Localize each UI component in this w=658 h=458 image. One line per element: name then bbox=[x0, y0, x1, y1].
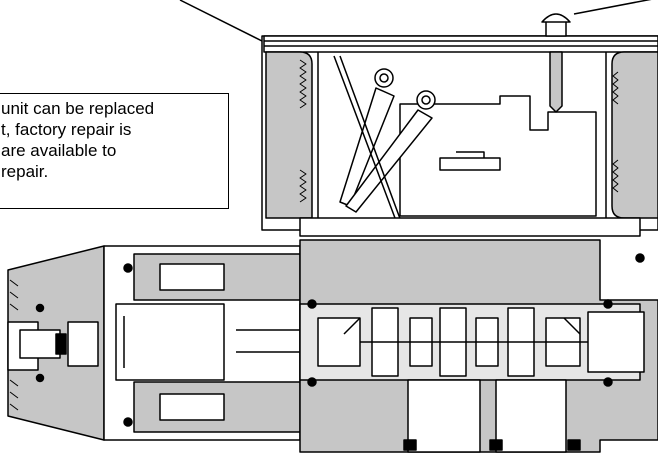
callout-line-4: repair. bbox=[1, 162, 49, 181]
seal bbox=[35, 373, 45, 383]
leader-line-left bbox=[179, 0, 269, 45]
manual-override bbox=[19, 329, 61, 359]
ring-terminal-2 bbox=[416, 90, 436, 110]
callout-line-3: are available to bbox=[1, 141, 117, 160]
seal bbox=[603, 299, 613, 309]
plunger bbox=[115, 303, 225, 381]
seal bbox=[123, 417, 133, 427]
coil-lower bbox=[159, 393, 225, 421]
seal bbox=[123, 263, 133, 273]
ring-terminal-1 bbox=[374, 68, 394, 88]
cover-screw bbox=[541, 13, 571, 37]
seal bbox=[603, 377, 613, 387]
port-b bbox=[495, 379, 567, 453]
junction-box-cavity bbox=[317, 52, 607, 218]
callout-line-2: t, factory repair is bbox=[1, 120, 132, 139]
left-threaded-wall bbox=[265, 51, 313, 219]
leader-line-right bbox=[573, 0, 652, 15]
right-threaded-wall bbox=[611, 51, 658, 219]
lead-wire-2 bbox=[345, 109, 433, 213]
terminal-block bbox=[399, 95, 597, 217]
seal bbox=[35, 303, 45, 313]
seal bbox=[307, 377, 317, 387]
coil-upper bbox=[159, 263, 225, 291]
port-a bbox=[407, 379, 481, 453]
callout-note: unit can be replaced t, factory repair i… bbox=[0, 93, 229, 209]
seal bbox=[307, 299, 317, 309]
seal bbox=[635, 253, 645, 263]
housing-flange bbox=[299, 217, 641, 237]
cover-plate bbox=[263, 35, 658, 53]
callout-line-1: unit can be replaced bbox=[1, 99, 155, 118]
